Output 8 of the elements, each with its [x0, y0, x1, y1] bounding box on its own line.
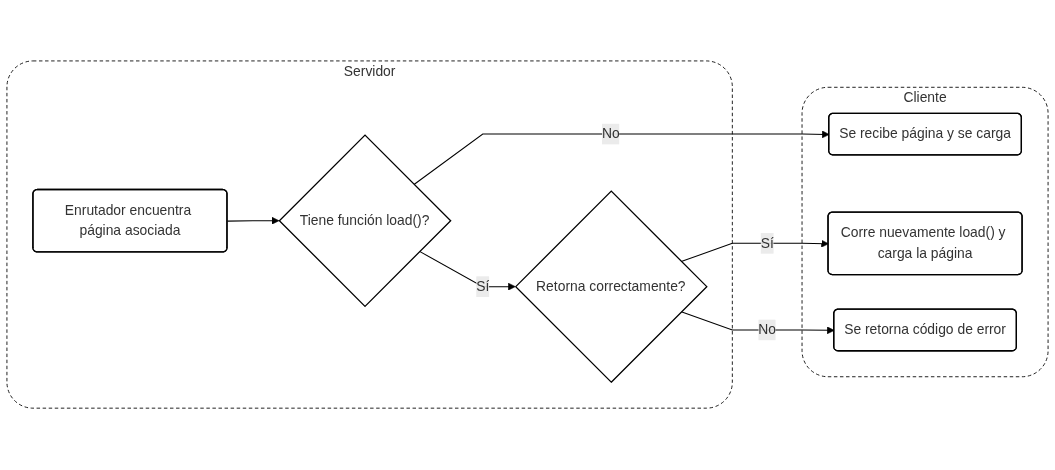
edge-label: No [601, 126, 620, 142]
edge-label: Sí [476, 279, 490, 295]
arrow [680, 240, 829, 263]
node-diamond: Retorna correctamente? [514, 190, 708, 384]
arrow [226, 217, 280, 225]
node-diamond: Tiene función load()? [278, 134, 452, 308]
edge-label: Sí [760, 235, 774, 251]
edge-label: No [758, 322, 777, 338]
